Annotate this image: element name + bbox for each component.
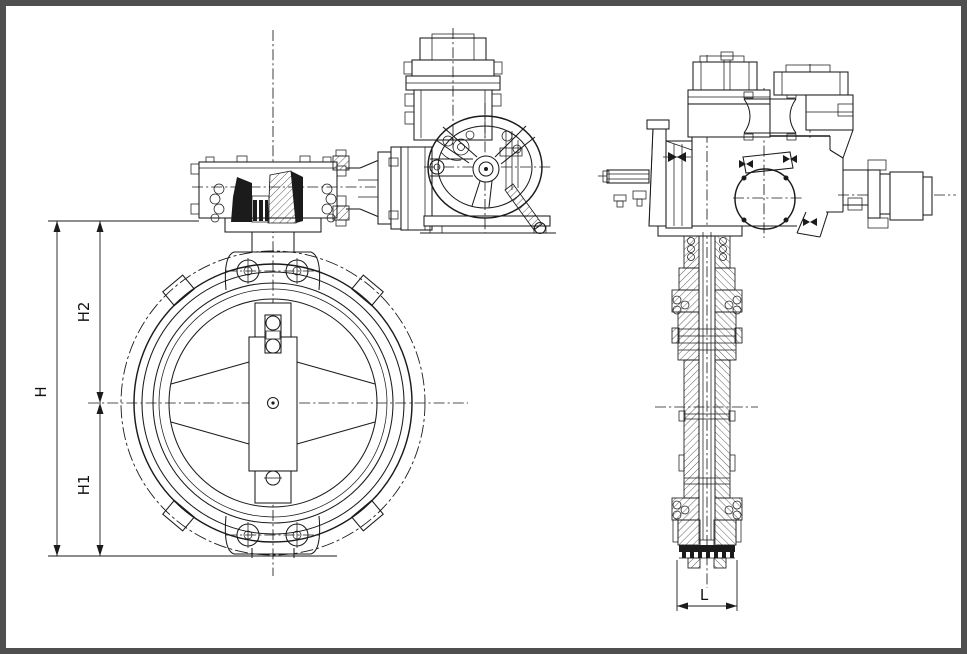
handwheel-front: [424, 103, 553, 235]
section-bolt-left: [663, 152, 691, 162]
dimension-label-h1: H1: [75, 475, 93, 496]
motor-housing-front: [403, 28, 503, 148]
gearbox-front: [190, 155, 436, 233]
valve-body-front: [120, 232, 426, 558]
handwheel-side: [602, 119, 670, 227]
terminal-box-side: [773, 64, 854, 159]
coupling-barrel-side: [743, 91, 797, 141]
dimension-h: H: [32, 221, 61, 556]
motor-side: [843, 159, 933, 229]
flange-lugs: [162, 274, 384, 532]
declutch-lever: [504, 183, 547, 235]
side-view: [598, 51, 956, 588]
worm-gear-section: [209, 170, 337, 224]
coupling-front: [332, 146, 402, 230]
front-view: [88, 28, 556, 576]
valve-column-side: [657, 225, 743, 569]
actuator-side: [602, 51, 933, 238]
dimension-l: L: [676, 560, 738, 611]
actuator-front: [400, 28, 556, 235]
disc-shaft-plate: [248, 302, 298, 504]
dimension-label-l: L: [700, 586, 709, 604]
gear-housing-side: [691, 135, 844, 238]
limit-switch-box-side: [687, 51, 771, 138]
dimension-label-h: H: [32, 386, 50, 397]
bottom-seal-band: [679, 545, 735, 569]
dimension-label-h2: H2: [75, 302, 93, 323]
valve-technical-drawing: H H2 H1 L: [32, 28, 956, 611]
side-centerlines: [598, 55, 956, 588]
dimension-h2-h1: H2 H1: [75, 221, 104, 556]
top-boss: [224, 232, 321, 291]
dimension-annotations: H H2 H1 L: [32, 220, 738, 611]
disc-edges: [170, 361, 376, 445]
